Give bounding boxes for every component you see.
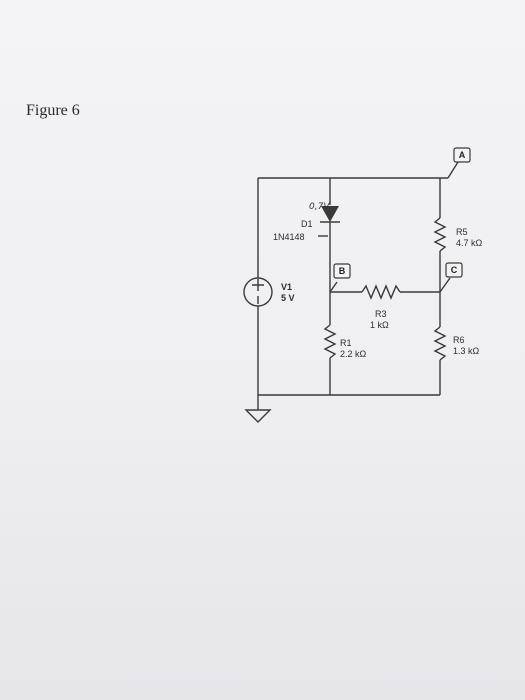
r1-ref-label: R1 [340, 338, 352, 348]
r1-value-label: 2.2 kΩ [340, 349, 367, 359]
probe-c-label: C [451, 265, 458, 275]
figure-title: Figure 6 [26, 102, 80, 119]
resistor-r6 [433, 326, 447, 361]
r5-ref-label: R5 [456, 227, 468, 237]
voltage-source-v1 [243, 277, 273, 307]
r6-value-label: 1.3 kΩ [453, 346, 480, 356]
probe-b-label: B [339, 266, 346, 276]
resistor-r3 [361, 284, 401, 300]
probe-a-label: A [459, 150, 466, 160]
r3-value-label: 1 kΩ [370, 320, 389, 330]
resistor-r1 [323, 324, 337, 359]
probe-b: B [329, 263, 351, 293]
source-value-label: 5 V [281, 293, 295, 303]
r6-ref-label: R6 [453, 335, 465, 345]
probe-a: A [447, 147, 471, 179]
diode-voltage-note: 0,7V [309, 202, 330, 212]
r5-value-label: 4.7 kΩ [456, 238, 483, 248]
resistor-r5 [433, 217, 447, 252]
probe-c: C [439, 262, 463, 293]
diode-part-label: 1N4148 [273, 232, 305, 242]
source-ref-label: V1 [281, 282, 292, 292]
ground-symbol [244, 409, 272, 423]
diode-ref-label: D1 [301, 219, 313, 229]
r3-ref-label: R3 [375, 309, 387, 319]
